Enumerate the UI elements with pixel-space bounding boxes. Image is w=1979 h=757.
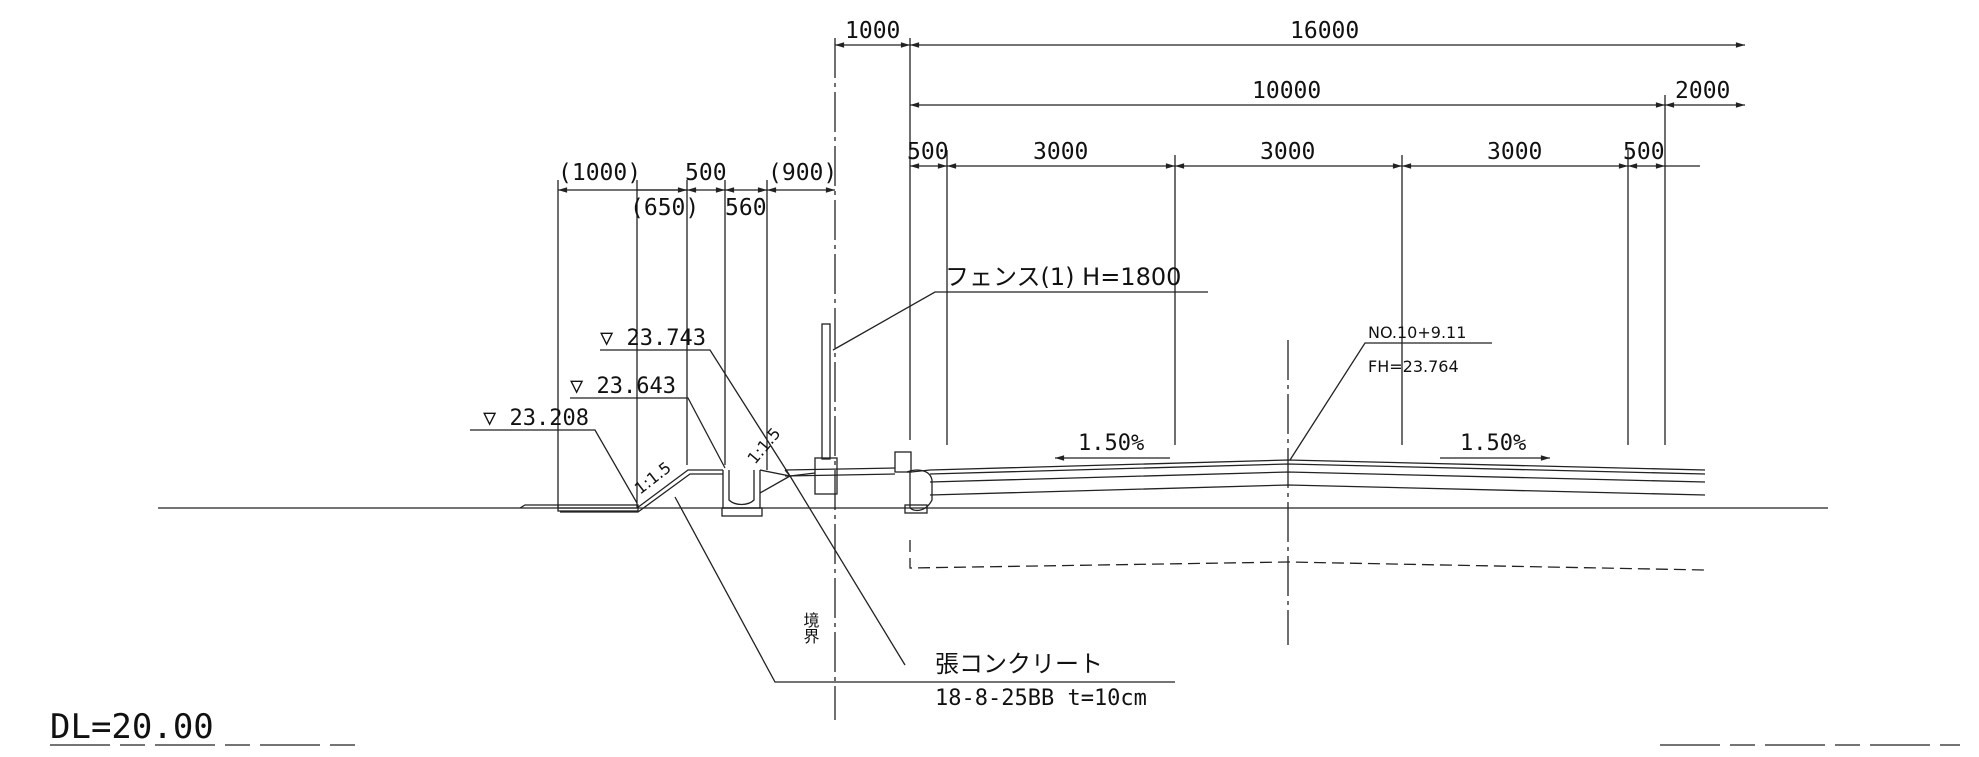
leader-lines — [470, 291, 1492, 683]
dim-500-mid: 500 — [685, 160, 727, 186]
dim-650-paren: (650) — [630, 195, 699, 221]
gradient-left: 1.50% — [1078, 431, 1144, 456]
dim-16000: 16000 — [1290, 18, 1359, 44]
fh-label: FH=23.764 — [1368, 357, 1459, 376]
shoulder — [784, 467, 896, 477]
dim-3000-c: 3000 — [1487, 139, 1542, 165]
dimension-chain-top — [558, 42, 1745, 193]
fence-label: フェンス(1) H=1800 — [945, 263, 1181, 291]
elevation-23743: ▽ 23.743 — [600, 326, 706, 351]
dim-3000-b: 3000 — [1260, 139, 1315, 165]
gradient-right: 1.50% — [1460, 431, 1526, 456]
station-label: NO.10+9.11 — [1368, 323, 1466, 342]
embankment-slopes — [519, 469, 816, 513]
datum-label: DL=20.00 — [50, 707, 214, 747]
elevation-23643: ▽ 23.643 — [570, 374, 676, 399]
u-ditch — [721, 470, 763, 517]
annotation-labels: フェンス(1) H=1800 NO.10+9.11 FH=23.764 境界 張… — [801, 263, 1467, 711]
concrete-spec: 18-8-25BB t=10cm — [935, 686, 1147, 711]
dim-900-paren: (900) — [768, 160, 837, 186]
dim-1000-paren: (1000) — [558, 160, 641, 186]
dim-1000-top: 1000 — [845, 18, 900, 44]
concrete-title: 張コンクリート — [935, 650, 1103, 678]
curb-block — [894, 451, 933, 514]
dim-10000: 10000 — [1252, 78, 1321, 104]
dim-500-right: 500 — [1623, 139, 1665, 165]
boundary-label: 境界 — [801, 611, 820, 644]
extension-lines — [557, 38, 1666, 720]
elevation-23208: ▽ 23.208 — [483, 406, 589, 431]
fence-post — [814, 323, 838, 495]
dim-2000: 2000 — [1675, 78, 1730, 104]
pavement-layers — [909, 459, 1706, 571]
dimension-labels: 1000 16000 10000 2000 500 3000 3000 3000… — [558, 18, 1730, 221]
dim-500-left: 500 — [907, 139, 949, 165]
slope-ratio-right: 1:1.5 — [744, 424, 785, 468]
gradient-labels: 1.50% 1.50% — [1078, 431, 1526, 456]
dim-3000-a: 3000 — [1033, 139, 1088, 165]
elevation-labels: ▽ 23.743 ▽ 23.643 ▽ 23.208 — [483, 326, 706, 431]
dim-560: 560 — [725, 195, 767, 221]
